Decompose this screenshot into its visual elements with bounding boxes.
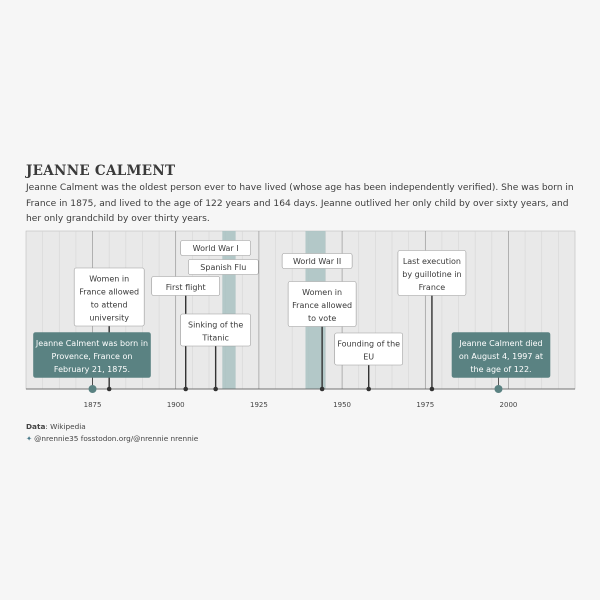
period-label: Spanish Flu xyxy=(200,263,246,272)
social-text: @nrennie35 fosstodon.org/@nrennie nrenni… xyxy=(34,434,199,443)
period-label-box xyxy=(180,240,251,256)
event-point-highlight xyxy=(88,385,97,393)
period-label: World War I xyxy=(193,244,239,253)
event-point xyxy=(183,386,189,392)
event-label: First flight xyxy=(166,283,206,292)
event-point xyxy=(366,386,372,392)
event-label-box xyxy=(397,250,467,296)
event-label-box-highlight xyxy=(451,332,551,378)
data-source-value: : Wikipedia xyxy=(45,422,86,431)
social-handles: ✦@nrennie35 fosstodon.org/@nrennie nrenn… xyxy=(26,433,198,445)
event-label-box xyxy=(180,313,251,347)
event-label-box xyxy=(334,332,404,366)
event-point xyxy=(429,386,435,392)
x-tick-label: 1900 xyxy=(167,401,185,409)
event-label-box xyxy=(151,276,221,296)
x-tick-label: 1925 xyxy=(250,401,268,409)
x-tick-label: 1875 xyxy=(84,401,102,409)
chart-subtitle: Jeanne Calment was the oldest person eve… xyxy=(26,183,574,224)
period-label: World War II xyxy=(293,257,341,266)
event-label-box xyxy=(73,267,145,327)
event-point-highlight xyxy=(494,385,503,393)
event-point xyxy=(106,386,112,392)
bird-icon: ✦ xyxy=(26,434,33,443)
x-tick-label: 1975 xyxy=(416,401,434,409)
period-label-box xyxy=(281,253,353,269)
event-label-box-highlight xyxy=(33,332,151,378)
period-label-box xyxy=(188,259,259,275)
x-tick-label: 1950 xyxy=(333,401,351,409)
data-source-label: Data xyxy=(26,422,46,431)
event-point xyxy=(319,386,325,392)
chart-title: JEANNE CALMENT xyxy=(26,163,176,179)
event-point xyxy=(213,386,218,392)
data-source: Data: Wikipedia xyxy=(26,421,198,433)
caption: Data: Wikipedia ✦@nrennie35 fosstodon.or… xyxy=(26,421,198,445)
event-label-box xyxy=(287,281,357,327)
x-tick-label: 2000 xyxy=(500,401,518,409)
